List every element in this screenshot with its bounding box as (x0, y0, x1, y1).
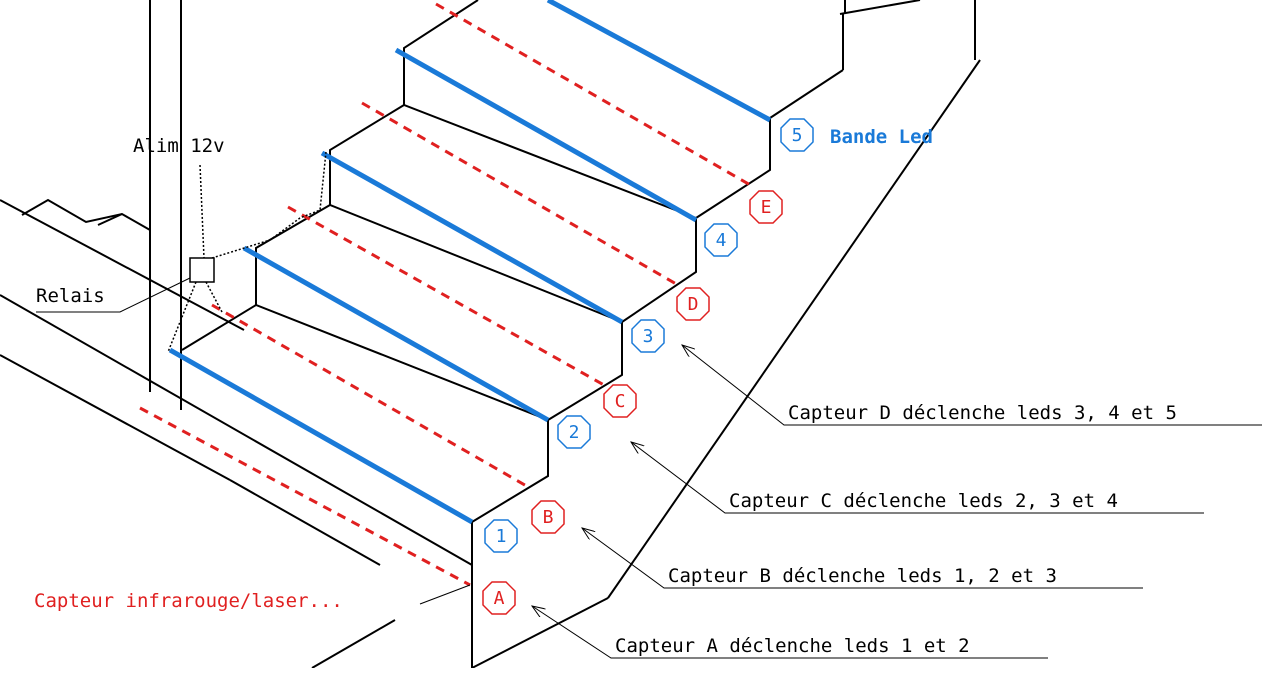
led-marker-1: 1 (484, 519, 518, 553)
callout-texts: Capteur D déclenche leds 3, 4 et 5 Capte… (615, 402, 1177, 657)
left-stringer-inner (0, 354, 231, 481)
led-marker-2-label: 2 (569, 422, 580, 443)
step-2-riser (547, 322, 623, 421)
led-marker-3: 3 (631, 319, 665, 353)
sensor-marker-c: C (603, 384, 637, 418)
sensor-beam-a (139, 406, 471, 587)
callouts (532, 345, 1262, 659)
top-step-edge (839, 0, 921, 15)
led-strip-2 (242, 245, 550, 423)
far-left-steps-2 (97, 213, 123, 226)
floor-line (311, 619, 396, 669)
led-marker-3-label: 3 (643, 326, 654, 347)
relay-label: Relais (36, 285, 105, 307)
wiring (167, 151, 327, 353)
step-1-tread (181, 303, 549, 421)
left-stringer-inner-2 (229, 479, 381, 566)
sensor-marker-a-label: A (494, 588, 505, 609)
callout-c-text: Capteur C déclenche leds 2, 3 et 4 (729, 490, 1118, 512)
led-strip-3 (320, 150, 624, 325)
left-wall-line (0, 199, 245, 331)
step-3-riser (621, 218, 697, 323)
sensor-beam-c (287, 205, 605, 387)
wire-relay-led1 (167, 281, 197, 353)
step-2-tread (255, 203, 623, 323)
sensor-marker-d-label: D (688, 294, 699, 315)
sensor-marker-c-label: C (615, 391, 626, 412)
callout-d-text: Capteur D déclenche leds 3, 4 et 5 (788, 402, 1177, 424)
led-marker-4: 4 (704, 223, 738, 257)
sensor-marker-e-label: E (761, 197, 772, 218)
far-left-steps (21, 198, 151, 231)
wire-relay-leds (211, 151, 327, 259)
sensor-marker-b-label: B (543, 507, 554, 528)
sensor-beam-e (435, 2, 753, 188)
sensor-beams (139, 2, 753, 587)
sensor-marker-e: E (749, 190, 783, 224)
led-strip-label: Bande Led (830, 126, 933, 148)
callout-a-text: Capteur A déclenche leds 1 et 2 (615, 635, 970, 657)
led-marker-2: 2 (557, 415, 591, 449)
sensor-marker-b: B (531, 500, 565, 534)
callout-b-text: Capteur B déclenche leds 1, 2 et 3 (668, 565, 1057, 587)
callout-b-leader (582, 528, 1143, 589)
wire-power (199, 164, 205, 259)
step-1-riser (471, 420, 549, 523)
wire-relay-sensor (205, 281, 223, 313)
sensor-markers: A B C D E (482, 190, 783, 615)
sensor-beam-b (211, 303, 531, 490)
right-wall-diagonal (607, 59, 981, 599)
structure-lines (0, 0, 981, 669)
sensor-beam-d (361, 101, 679, 287)
led-marker-5: 5 (780, 118, 814, 152)
right-wall-bottom (471, 597, 609, 669)
led-marker-5-label: 5 (792, 125, 803, 146)
led-strips (168, 0, 772, 525)
led-markers: 1 2 3 4 5 (484, 118, 814, 553)
stairs (181, 0, 844, 668)
led-marker-1-label: 1 (496, 526, 507, 547)
sensor-type-leader (419, 584, 471, 605)
sensor-marker-d: D (676, 287, 710, 321)
sensor-type-label: Capteur infrarouge/laser... (34, 590, 343, 612)
callout-c-leader (631, 442, 1204, 514)
callout-a-leader (532, 606, 1048, 659)
step-5-edge (769, 69, 844, 119)
power-label: Alim 12v (133, 135, 225, 157)
step-3-tread (329, 103, 697, 219)
led-marker-4-label: 4 (716, 230, 727, 251)
step-4-tread (403, 0, 479, 105)
relay-leader-line (36, 277, 191, 313)
sensor-marker-a: A (482, 581, 516, 615)
left-stringer-top (0, 294, 473, 566)
led-strip-4 (394, 47, 698, 223)
relay-box (189, 257, 215, 283)
callout-d-leader (682, 345, 1262, 426)
led-strip-1 (168, 347, 474, 525)
step-4-riser (695, 118, 771, 219)
led-strip-5 (546, 0, 772, 123)
